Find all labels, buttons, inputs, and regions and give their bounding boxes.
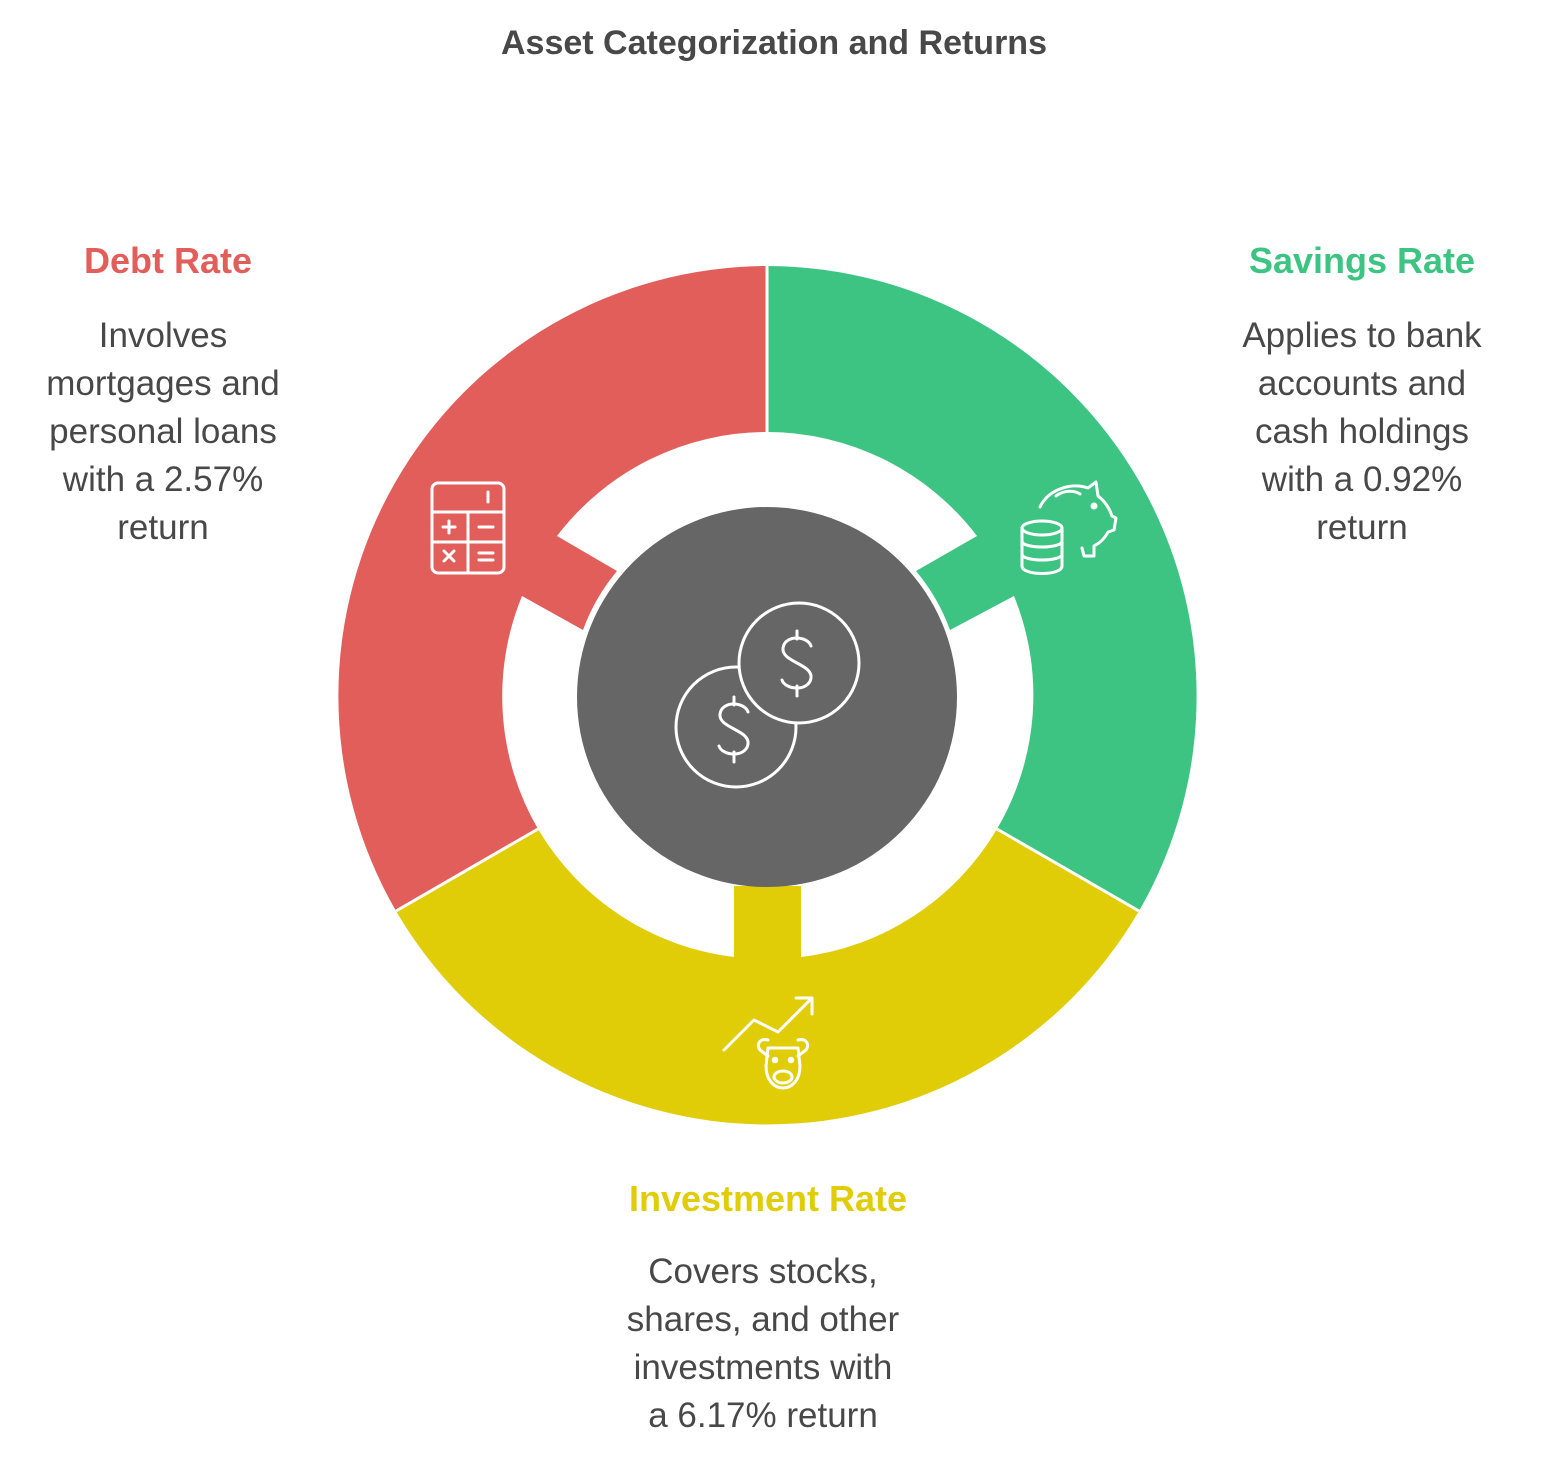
investment-desc-line: investments with: [633, 1348, 893, 1387]
savings-desc-line: accounts and: [1257, 364, 1467, 403]
debt-rate-description: Involves mortgages and personal loans wi…: [8, 312, 318, 552]
investment-rate-description: Covers stocks, shares, and other investm…: [568, 1248, 958, 1440]
investment-desc-line: a 6.17% return: [648, 1396, 878, 1435]
savings-rate-description: Applies to bank accounts and cash holdin…: [1202, 312, 1522, 552]
investment-desc-line: Covers stocks,: [648, 1252, 878, 1291]
savings-desc-line: with a 0.92%: [1261, 460, 1463, 499]
page-title: Asset Categorization and Returns: [501, 24, 1047, 62]
savings-desc-line: cash holdings: [1254, 412, 1470, 451]
savings-desc-line: Applies to bank: [1242, 316, 1482, 355]
bull-market-icon: [722, 996, 814, 1090]
debt-desc-line: Involves: [98, 316, 228, 355]
savings-rate-title: Savings Rate: [1248, 240, 1476, 281]
savings-desc-line: return: [1316, 508, 1408, 547]
segment-dividers: [395, 266, 1140, 913]
investment-rate-title: Investment Rate: [628, 1178, 908, 1219]
investment-segment: [396, 829, 1139, 1125]
investment-desc-line: shares, and other: [626, 1300, 900, 1339]
savings-segment: [767, 266, 1197, 911]
debt-rate-title: Debt Rate: [83, 240, 253, 281]
dollar-coins-icon: [674, 601, 861, 789]
debt-segment: [338, 266, 767, 911]
debt-desc-line: personal loans: [49, 412, 277, 451]
debt-desc-line: return: [117, 508, 209, 547]
calculator-icon: [430, 481, 506, 575]
debt-desc-line: with a 2.57%: [62, 460, 264, 499]
debt-desc-line: mortgages and: [46, 364, 280, 403]
piggy-bank-coins-icon: [1020, 480, 1118, 575]
